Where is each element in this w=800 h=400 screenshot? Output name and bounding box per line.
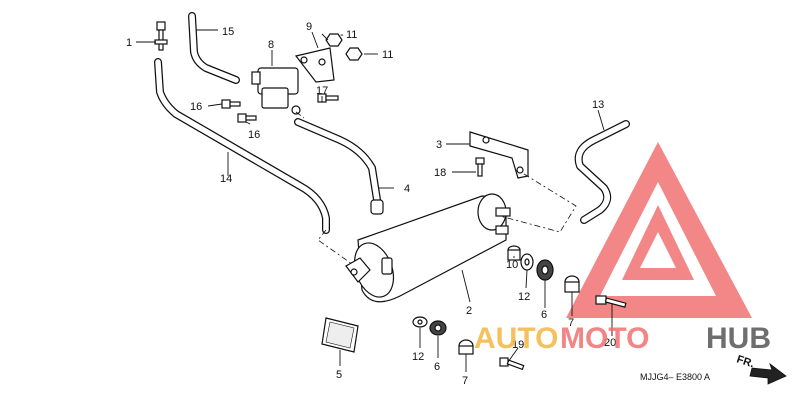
bolt-16a bbox=[221, 99, 241, 109]
collar-10 bbox=[507, 245, 521, 261]
hose-15 bbox=[188, 12, 240, 84]
bolt-18 bbox=[475, 157, 485, 177]
leader-lines bbox=[136, 29, 613, 372]
nut-11-upper bbox=[325, 33, 343, 47]
callout-11-upper: 11 bbox=[346, 29, 357, 41]
bolt-16b bbox=[237, 113, 257, 123]
callout-7-bottom: 7 bbox=[462, 375, 468, 387]
callout-19: 19 bbox=[512, 339, 524, 351]
watermark-text: AUTO MOTO HUB bbox=[474, 322, 771, 355]
callout-20: 20 bbox=[604, 337, 616, 349]
callout-11-upper-dash: - bbox=[340, 29, 344, 41]
watermark-text-auto: AUTO bbox=[474, 322, 558, 355]
watermark-logo bbox=[566, 142, 752, 318]
callout-9: 9 bbox=[306, 21, 312, 33]
callout-numbers: 1 15 9 - 11 11 8 16 16 17 13 3 18 14 4 1… bbox=[126, 21, 616, 387]
bracket-9 bbox=[294, 47, 335, 83]
callout-8: 8 bbox=[268, 39, 274, 51]
hose-14 bbox=[154, 58, 330, 234]
front-arrow-icon bbox=[749, 362, 787, 385]
connection-line-a bbox=[317, 229, 353, 265]
callout-6-bottom: 6 bbox=[434, 361, 440, 373]
callout-7-right: 7 bbox=[568, 317, 574, 329]
connection-line-c bbox=[295, 111, 305, 119]
bolt-1 bbox=[154, 21, 168, 51]
hose-4-end bbox=[370, 199, 384, 215]
collar-7a bbox=[564, 275, 580, 293]
solenoid-valve-8 bbox=[251, 67, 301, 115]
bolt-20 bbox=[595, 295, 627, 308]
connection-line-b bbox=[499, 173, 577, 233]
pad-5 bbox=[321, 317, 359, 353]
callout-4: 4 bbox=[404, 183, 410, 195]
bolt-19 bbox=[499, 357, 525, 371]
callout-18: 18 bbox=[434, 167, 446, 179]
washer-12b bbox=[412, 316, 428, 328]
callout-12-right: 12 bbox=[518, 291, 530, 303]
callout-3: 3 bbox=[436, 139, 442, 151]
nut-11-lower bbox=[345, 47, 363, 61]
callout-6-right: 6 bbox=[541, 309, 547, 321]
collar-7b bbox=[458, 339, 474, 355]
callout-1: 1 bbox=[126, 37, 132, 49]
washer-12a bbox=[520, 253, 534, 271]
callout-2: 2 bbox=[466, 305, 472, 317]
callout-15: 15 bbox=[222, 26, 234, 38]
canister-2 bbox=[345, 193, 511, 303]
callout-11-lower: 11 bbox=[382, 49, 393, 61]
rubber-6b bbox=[429, 320, 447, 336]
hose-13 bbox=[574, 120, 630, 224]
callout-13: 13 bbox=[592, 99, 604, 111]
logo-core-cut bbox=[640, 232, 676, 268]
hose-4 bbox=[294, 118, 384, 215]
callout-16-right: 16 bbox=[248, 129, 260, 141]
callout-12-bottom: 12 bbox=[412, 351, 424, 363]
front-direction-marker: FR. bbox=[735, 353, 787, 385]
watermark-text-hub: HUB bbox=[706, 322, 771, 355]
front-label: FR. bbox=[735, 353, 756, 370]
bracket-3 bbox=[469, 131, 529, 179]
rubber-6a bbox=[536, 259, 554, 281]
diagram-code: MJJG4– E3800 A bbox=[640, 372, 710, 382]
callout-16-left: 16 bbox=[190, 101, 202, 113]
callout-14: 14 bbox=[220, 173, 232, 185]
callout-10: 10 bbox=[506, 259, 518, 271]
callout-17: 17 bbox=[316, 85, 328, 97]
callout-5: 5 bbox=[336, 369, 342, 381]
watermark-text-moto: MOTO bbox=[560, 322, 649, 355]
